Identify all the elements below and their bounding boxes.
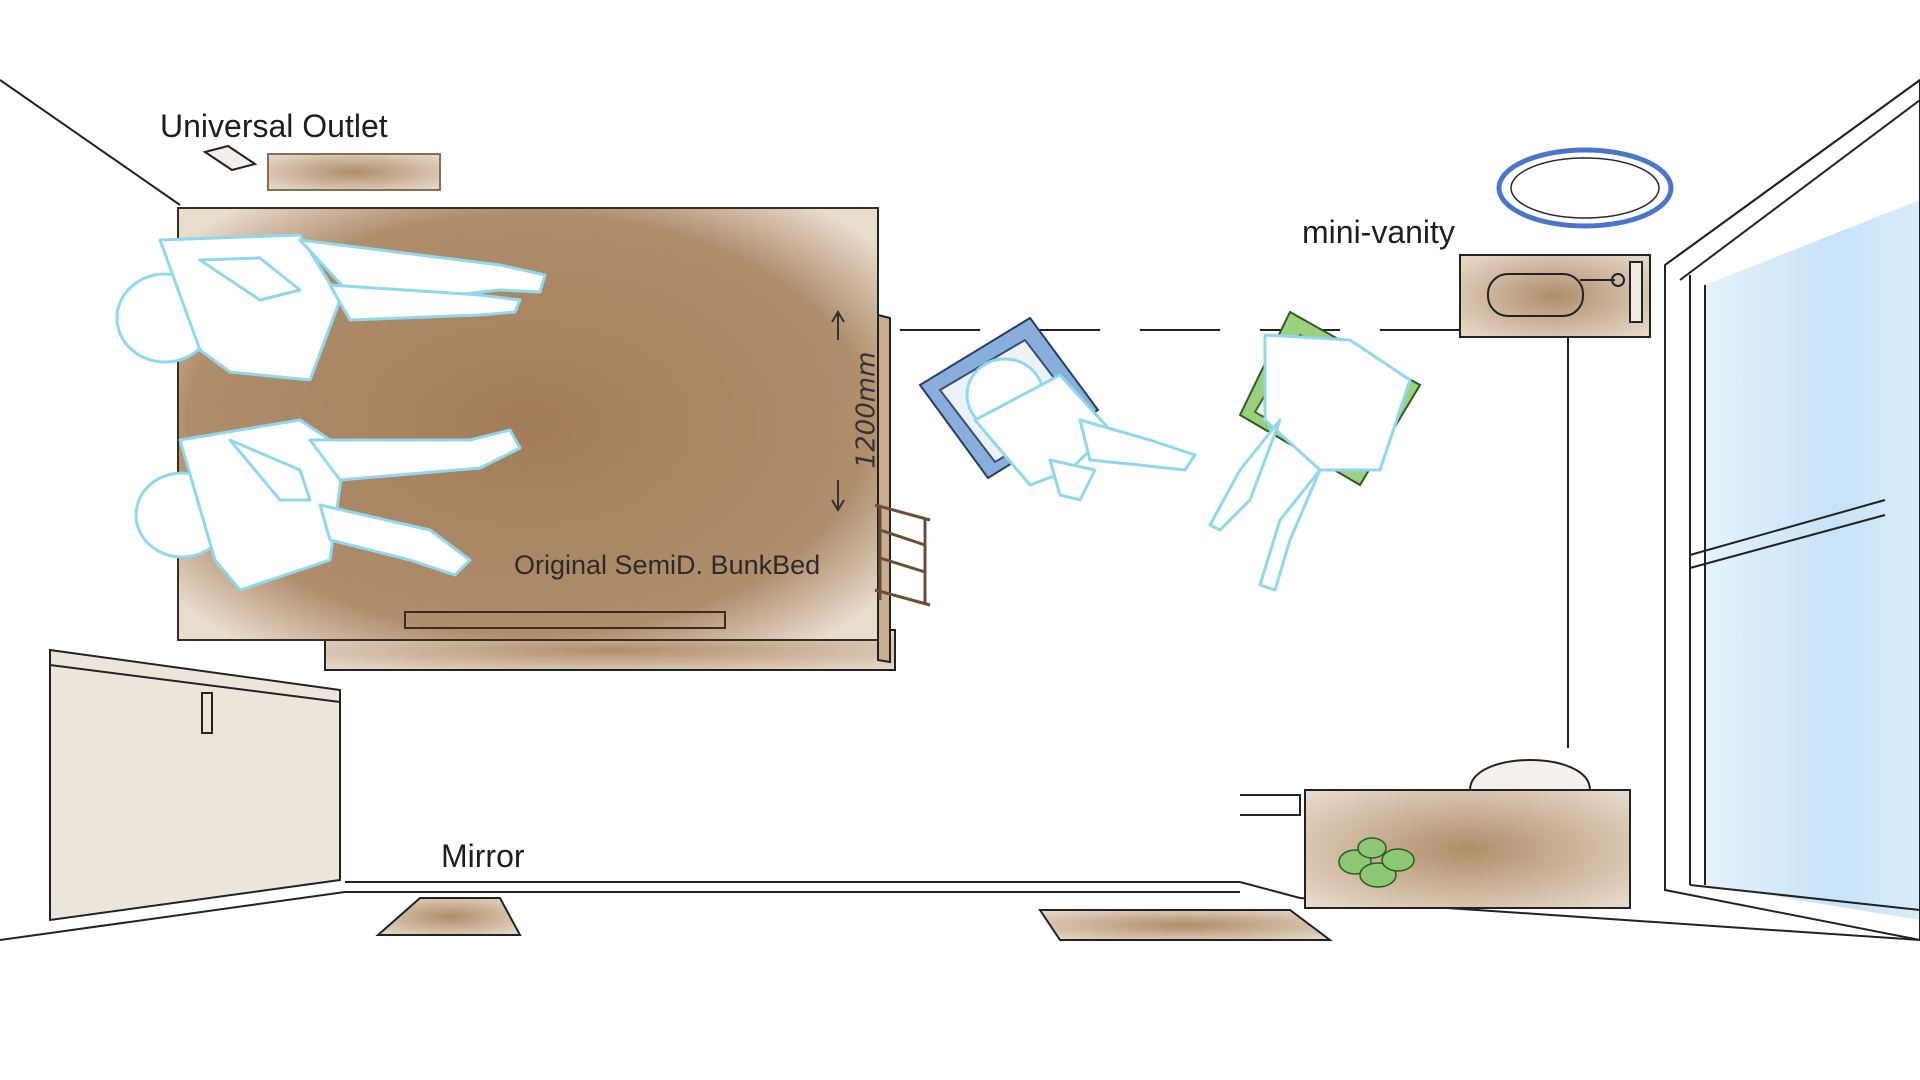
universal-outlet <box>202 144 441 191</box>
window <box>1664 78 1920 942</box>
bed-width-dimension <box>831 310 845 512</box>
person-lying-bottom-icon <box>134 418 522 592</box>
bed-width-label: 1200mm <box>851 351 882 469</box>
wardrobe <box>49 648 341 922</box>
mirror-label: Mirror <box>441 838 525 874</box>
plant-icon <box>1338 837 1415 888</box>
bunk-bed-label: Original SemiD. BunkBed <box>514 550 821 580</box>
person-seated-blue-icon <box>965 357 1197 502</box>
mini-vanity-label: mini-vanity <box>1302 214 1455 250</box>
bunk-ladder <box>874 503 931 607</box>
mini-vanity <box>1459 254 1651 338</box>
rug <box>1038 909 1333 941</box>
person-standing-green-icon <box>1208 333 1412 592</box>
desk <box>1240 759 1631 909</box>
person-lying-top-icon <box>115 233 547 382</box>
universal-outlet-label: Universal Outlet <box>160 108 388 144</box>
ceiling-light-inner <box>1510 157 1660 219</box>
mirror <box>375 897 522 936</box>
ceiling-light-icon <box>1496 147 1674 229</box>
